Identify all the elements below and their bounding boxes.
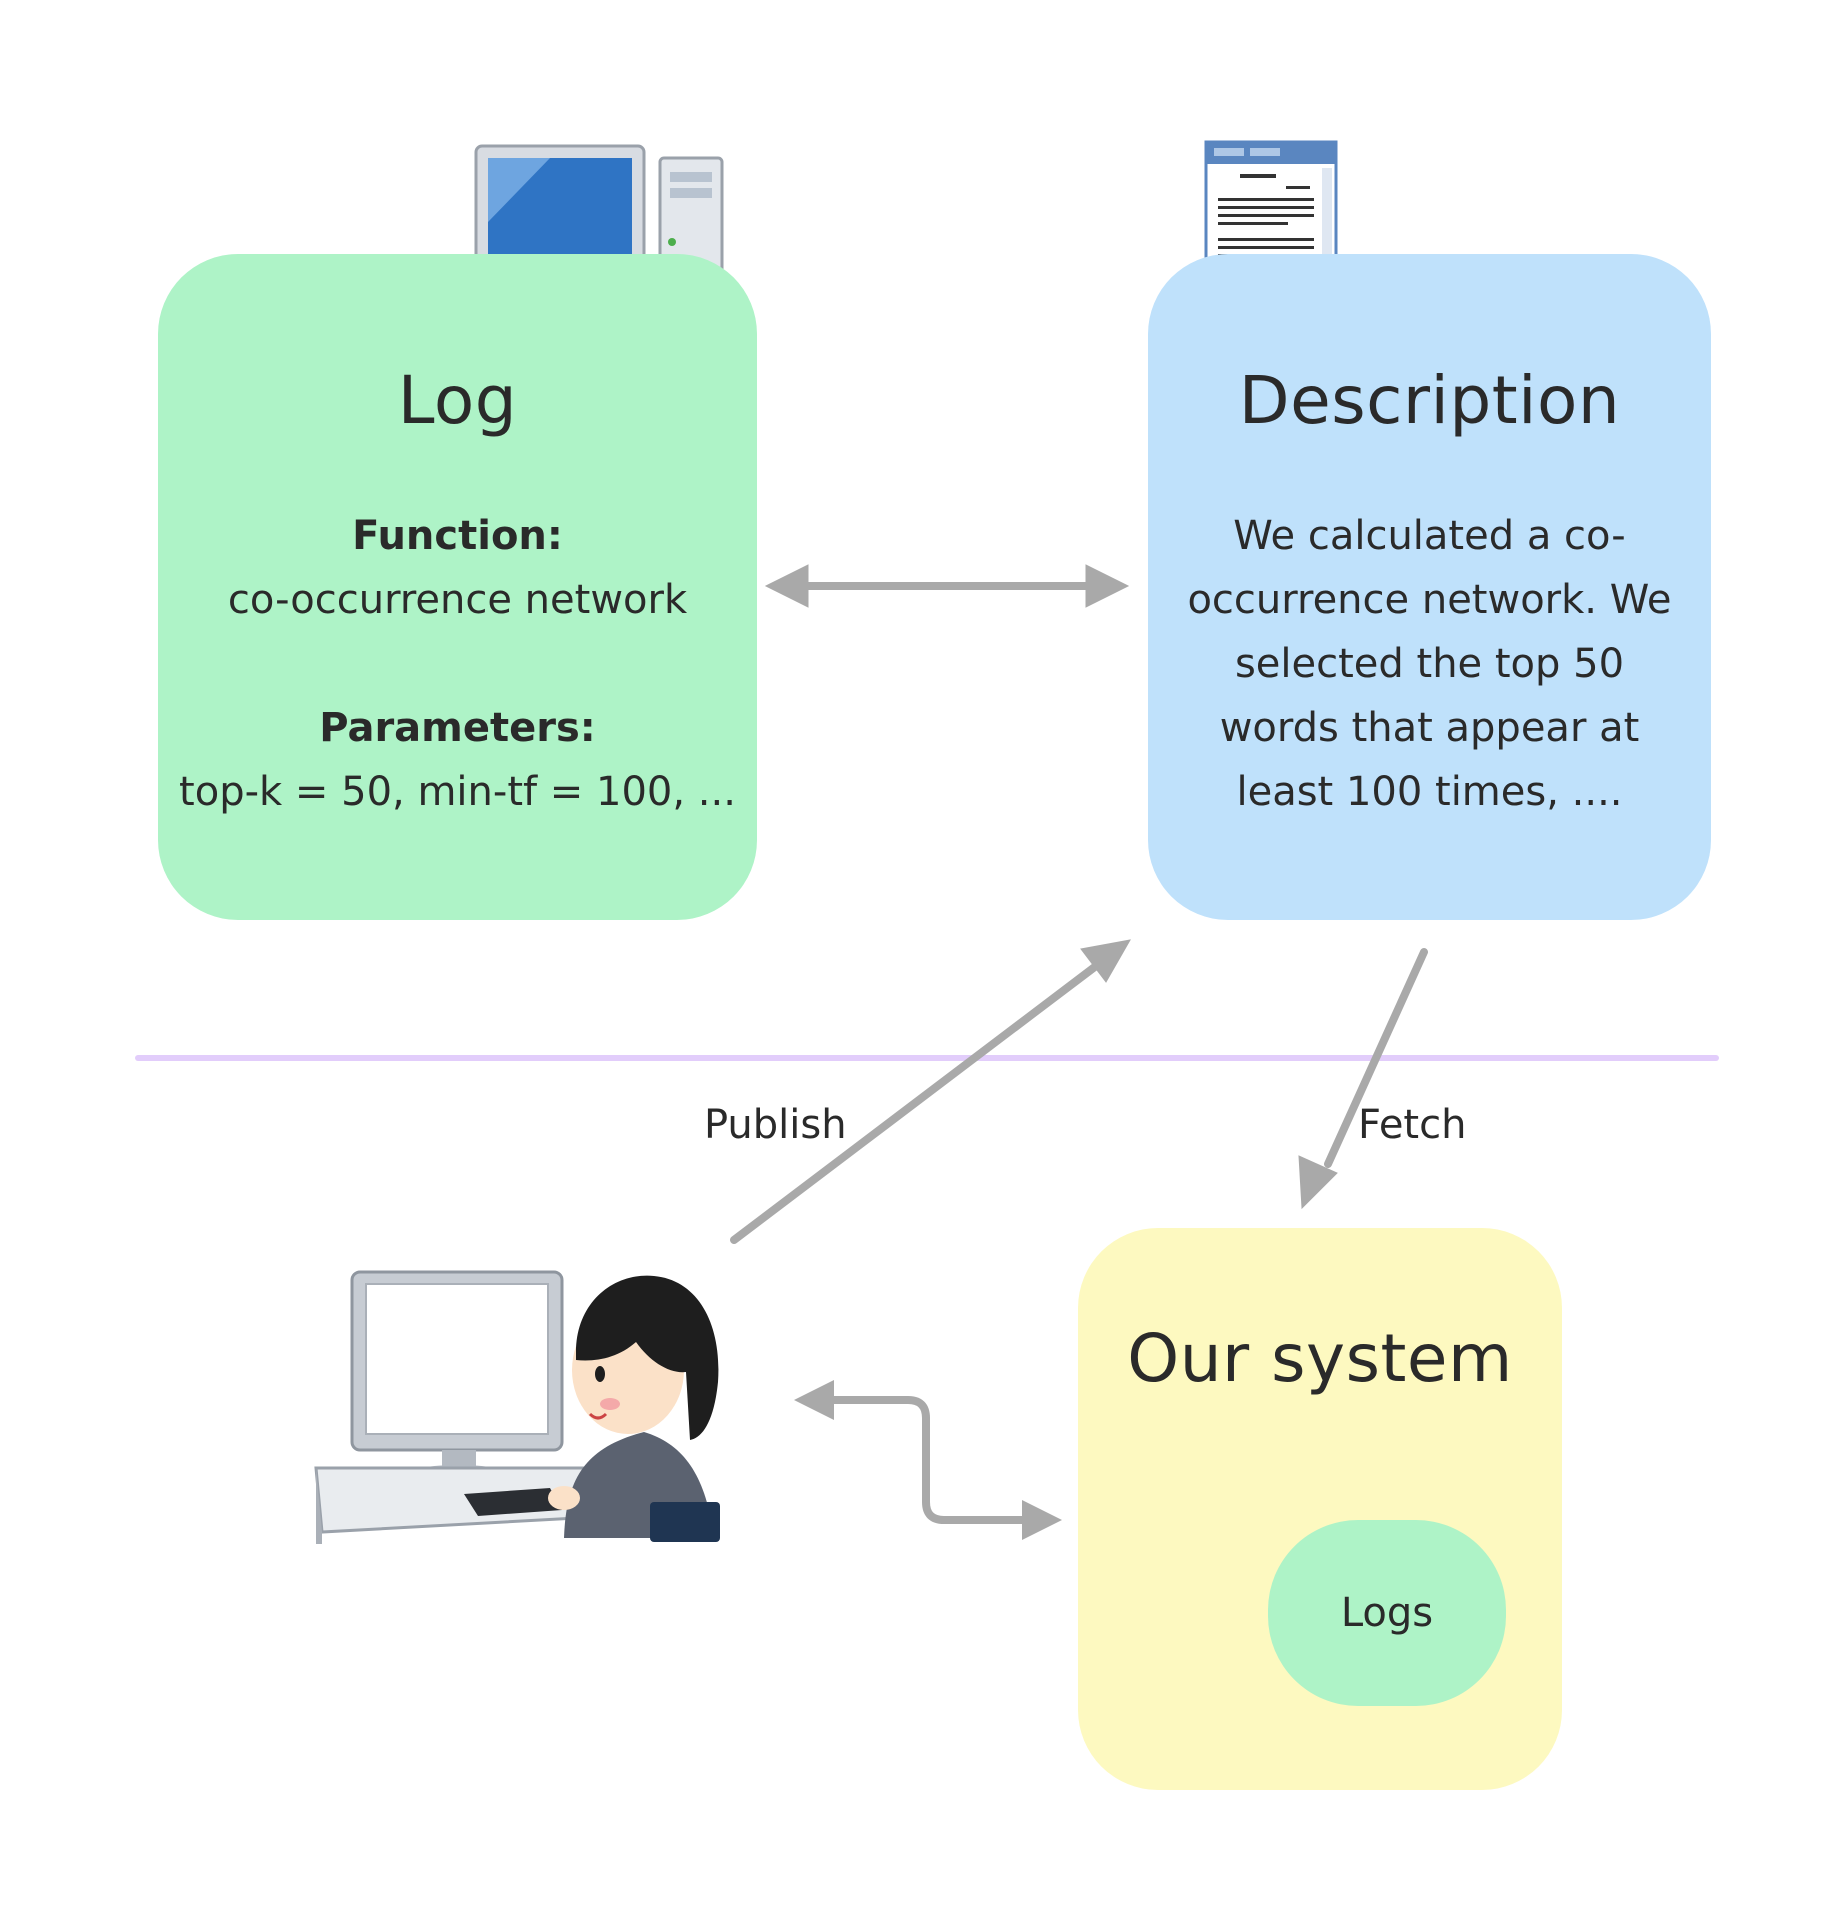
system-title: Our system	[1127, 1320, 1513, 1397]
log-description-arrow	[764, 564, 1130, 608]
function-value: co-occurrence network	[227, 577, 688, 623]
publish-label: Publish	[704, 1102, 847, 1148]
fetch-label: Fetch	[1358, 1102, 1467, 1148]
log-box: Log Function: co-occurrence network Para…	[158, 254, 757, 920]
description-line: words that appear at	[1219, 705, 1640, 751]
description-line: selected the top 50	[1234, 641, 1625, 687]
system-box: Our system	[1078, 1228, 1562, 1790]
parameters-label: Parameters:	[319, 705, 596, 751]
logs-label: Logs	[1340, 1590, 1434, 1636]
description-line: We calculated a co-	[1233, 513, 1626, 559]
publish-arrow	[730, 939, 1131, 1244]
fetch-arrow	[1298, 948, 1428, 1210]
user-system-arrow	[794, 1380, 1062, 1540]
description-line: least 100 times, ....	[1236, 769, 1623, 815]
description-body: We calculated a co- occurrence network. …	[1148, 504, 1711, 824]
description-box: Description We calculated a co- occurren…	[1148, 254, 1711, 920]
log-body: Function: co-occurrence network Paramete…	[158, 504, 757, 824]
description-title: Description	[1238, 362, 1621, 439]
parameters-value: top-k = 50, min-tf = 100, ...	[179, 769, 736, 815]
log-title: Log	[397, 362, 518, 439]
user-at-computer-illustration	[314, 1270, 720, 1544]
function-label: Function:	[352, 513, 563, 559]
logs-pill: Logs	[1268, 1520, 1506, 1706]
description-line: occurrence network. We	[1187, 577, 1672, 623]
